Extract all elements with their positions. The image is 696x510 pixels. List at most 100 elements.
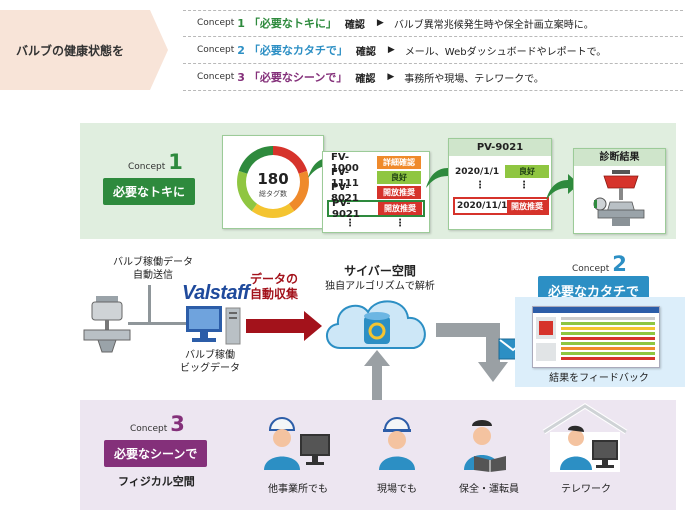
header-row-1: Concept 1 「必要なトキに」 確認 ▶ バルブ異常兆候発生時や保全計画立…	[183, 10, 683, 36]
confirm-label: 確認	[355, 46, 376, 58]
valve-icon	[83, 296, 131, 353]
tag-id: PV-8021	[331, 181, 359, 204]
list-item[interactable]: FV-1111 良好	[331, 167, 425, 189]
concept-description: 事務所や現場、テレワークで。	[404, 73, 544, 85]
dashboard-table	[536, 317, 655, 361]
header-row-2: Concept 2 「必要なカタチで」 確認 ▶ メール、Webダッシュボードや…	[183, 37, 683, 63]
concept-number: 2	[237, 43, 245, 57]
gauge-segment-yellow	[251, 203, 295, 219]
history-row-selected[interactable]: 2020/11/1 開放推奨	[453, 197, 549, 215]
cyber-title: サイバー空間	[344, 264, 416, 278]
concept-description: メール、Webダッシュボードやレポートで。	[404, 46, 607, 58]
concept-description: バルブ異常兆候発生時や保全計画立案時に。	[393, 19, 594, 31]
gauge-card: 180 総タグ数	[222, 135, 324, 229]
concept-number: 1	[168, 150, 183, 174]
valstaff-logo: Valstaff	[182, 282, 250, 304]
person-label: 保全・運転員	[459, 484, 519, 495]
red-arrow-icon	[246, 311, 322, 341]
list-more: ⋮ ⋮	[331, 217, 425, 229]
header-divider	[183, 90, 683, 91]
history-title: PV-9021	[449, 139, 551, 156]
tag-id: FV-1111	[331, 166, 359, 189]
valve-icon	[593, 170, 645, 226]
gauge-segment-green	[238, 146, 273, 174]
curved-arrow-icon	[546, 174, 579, 200]
dashboard-header	[533, 307, 659, 313]
home-telework-icon	[542, 403, 628, 472]
tag-list-card: FV-1000 詳細確認 FV-1111 良好 PV-8021 開放推奨 PV-…	[322, 151, 430, 233]
history-card: PV-9021 2020/1/1 良好 ⋮ ⋮ 2020/11/1 開放推奨	[448, 138, 552, 230]
confirm-label: 確認	[344, 19, 365, 31]
triangle-right-icon: ▶	[387, 45, 395, 55]
worker-reading-icon	[464, 420, 506, 472]
gauge-segment-lightgreen	[237, 170, 258, 212]
concept3-badge: 必要なシーンで	[104, 440, 208, 467]
concept-number: 3	[237, 70, 245, 84]
more-dots: ⋮	[345, 217, 356, 229]
header-divider	[183, 63, 683, 64]
history-row[interactable]: 2020/1/1 良好	[455, 164, 551, 179]
header-divider	[183, 10, 683, 11]
worker-at-monitor-icon	[264, 417, 330, 470]
more-dots: ⋮	[519, 179, 530, 191]
concept-number: 2	[612, 252, 627, 276]
connector-arrow	[486, 323, 500, 367]
gauge-value: 180	[257, 170, 289, 188]
feedback-text: 結果をフィードバック	[549, 373, 649, 384]
status-badge: 開放推奨	[378, 202, 422, 215]
concept-word: Concept	[197, 45, 235, 55]
diagnosis-title: 診断結果	[574, 149, 665, 166]
status-badge: 良好	[377, 171, 421, 184]
connector-arrow	[436, 323, 498, 337]
gauge-segment-red	[273, 146, 308, 174]
history-more: ⋮ ⋮	[455, 179, 551, 191]
more-dots: ⋮	[395, 217, 406, 229]
bigdata-text: バルブ稼働 ビッグデータ	[180, 350, 240, 374]
physical-space-label: フィジカル空間	[118, 475, 195, 488]
worker-with-helmet-icon	[379, 417, 415, 470]
concept-word: Concept	[572, 264, 610, 274]
confirm-label: 確認	[355, 73, 376, 85]
concept-word: Concept	[197, 72, 235, 82]
concept-word: Concept	[128, 162, 166, 172]
cyber-subtitle: 独自アルゴリズムで解析	[325, 281, 435, 292]
person-label: 他事業所でも	[268, 484, 328, 495]
concept-word: Concept	[197, 18, 235, 28]
list-item[interactable]: FV-1000 詳細確認	[331, 152, 425, 174]
header-row-3: Concept 3 「必要なシーンで」 確認 ▶ 事務所や現場、テレワークで。	[183, 64, 683, 90]
history-date: 2020/11/1	[457, 201, 508, 211]
connector-line	[128, 322, 188, 325]
auto-collect-text: データの 自動収集	[250, 272, 299, 301]
concept-number: 1	[237, 16, 245, 30]
triangle-right-icon: ▶	[387, 72, 395, 82]
status-badge: 開放推奨	[507, 199, 547, 213]
list-item[interactable]: PV-8021 開放推奨	[331, 182, 425, 204]
header-title: バルブの健康状態を	[0, 10, 168, 90]
arrow-down-icon	[478, 362, 508, 382]
person-label: 現場でも	[377, 484, 417, 495]
status-badge: 詳細確認	[377, 156, 421, 169]
concept1-badge: 必要なトキに	[103, 178, 196, 205]
dashboard-screenshot	[532, 306, 660, 368]
history-date: 2020/1/1	[455, 166, 500, 177]
arrow-up-icon	[364, 350, 390, 366]
status-badge: 良好	[505, 165, 549, 178]
computer-icon	[186, 306, 241, 345]
concept-phrase: 「必要なカタチで」	[248, 44, 348, 57]
connector-line	[148, 285, 151, 323]
connector-arrow	[372, 360, 382, 404]
list-item-selected[interactable]: PV-9021 開放推奨	[327, 198, 425, 220]
gauge-donut	[237, 146, 309, 219]
concept-number: 3	[170, 412, 185, 436]
triangle-right-icon: ▶	[376, 18, 384, 28]
status-badge: 開放推奨	[377, 186, 421, 199]
concept-phrase: 「必要なトキに」	[248, 17, 337, 30]
concept-phrase: 「必要なシーンで」	[248, 71, 348, 84]
header-divider	[183, 36, 683, 37]
gauge-label: 総タグ数	[259, 190, 287, 198]
cloud-icon	[326, 300, 426, 349]
diagnosis-card: 診断結果	[573, 148, 666, 234]
